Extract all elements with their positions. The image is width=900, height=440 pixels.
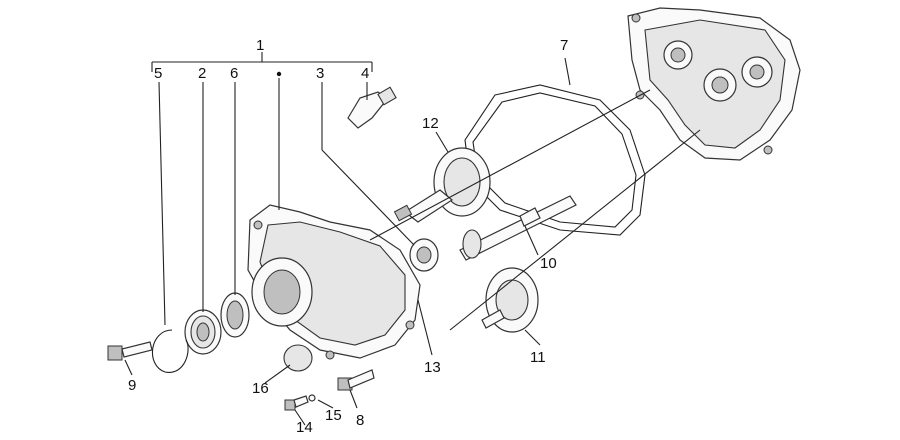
- callout-11: 11: [530, 349, 546, 366]
- callout-5: 5: [154, 65, 162, 82]
- callout-7: 7: [560, 37, 568, 54]
- callout-15: 15: [325, 407, 342, 424]
- callout-8: 8: [356, 412, 364, 429]
- leader-lines: [124, 57, 701, 426]
- bolt-icon: [337, 369, 375, 391]
- callout-6: 6: [230, 65, 238, 82]
- gear-icon: [481, 267, 539, 333]
- breather-valve-icon: [347, 86, 397, 129]
- callout-14: 14: [296, 419, 313, 435]
- bearing-icon: [409, 238, 439, 272]
- circlip-icon: [151, 329, 189, 373]
- callout-9: 9: [128, 377, 136, 394]
- gear-cover-icon: [247, 204, 421, 360]
- callout-3: 3: [316, 65, 324, 82]
- callout-1: 1: [256, 37, 264, 54]
- bearing-icon: [184, 309, 222, 355]
- shaft-icon: [459, 195, 577, 261]
- gear-icon: [393, 147, 491, 223]
- callout-4: 4: [361, 65, 369, 82]
- callout-12: 12: [422, 115, 439, 132]
- bolt-icon: [107, 341, 153, 361]
- callout-labels: 1 5 2 6 3 4 7 12 10 11 13 9 16 15 8 14: [128, 37, 568, 436]
- group-bracket: [151, 52, 373, 77]
- callout-10: 10: [540, 255, 557, 272]
- plug-icon: [283, 344, 313, 372]
- callout-13: 13: [424, 359, 441, 376]
- bolt-icon: [284, 394, 316, 411]
- oil-seal-icon: [220, 292, 250, 338]
- gearbox-housing-icon: [627, 7, 801, 161]
- callout-16: 16: [252, 380, 269, 397]
- callout-2: 2: [198, 65, 206, 82]
